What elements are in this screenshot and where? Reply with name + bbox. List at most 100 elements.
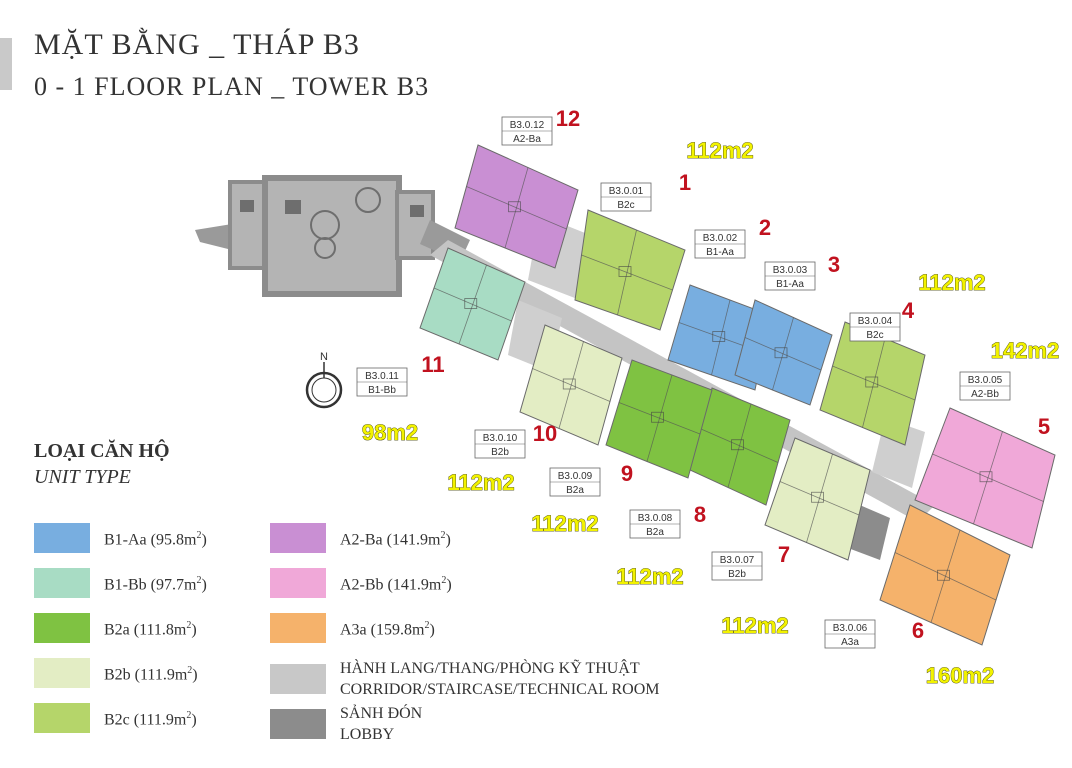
legend-label: A3a (159.8m2) [340, 620, 435, 639]
unit-code: B3.0.12 [510, 120, 545, 131]
north-arrow-icon: N [305, 351, 343, 409]
unit-type: B2c [617, 200, 634, 211]
unit-type: B2a [646, 527, 664, 538]
legend-swatch [34, 613, 90, 643]
unit-number-2: 2 [759, 215, 771, 240]
unit-type: B1-Bb [368, 385, 396, 396]
unit-type: A2-Bb [971, 389, 999, 400]
unit-8[interactable] [689, 387, 791, 506]
unit-code: B3.0.03 [773, 265, 808, 276]
area-label: 112m2 [616, 564, 683, 589]
legend-subtitle: UNIT TYPE [34, 466, 131, 488]
area-label: 112m2 [447, 470, 514, 495]
unit-number-7: 7 [778, 542, 790, 567]
area-label: 112m2 [686, 138, 753, 163]
legend-swatch [34, 568, 90, 598]
area-label: 142m2 [991, 338, 1060, 363]
unit-code: B3.0.10 [483, 433, 518, 444]
unit-code: B3.0.07 [720, 555, 755, 566]
unit-number-11: 11 [421, 352, 444, 377]
legend-swatch [34, 523, 90, 553]
legend-swatch [270, 709, 326, 739]
legend-label: A2-Ba (141.9m2) [340, 530, 451, 549]
legend-label: B2c (111.9m2) [104, 710, 197, 729]
unit-number-10: 10 [533, 421, 557, 446]
legend-label: B2b (111.9m2) [104, 665, 198, 684]
title-accent-bar [0, 38, 12, 90]
unit-code: B3.0.08 [638, 513, 673, 524]
unit-12[interactable] [454, 144, 579, 269]
unit-number-9: 9 [621, 461, 633, 486]
legend-label: B2a (111.8m2) [104, 620, 197, 639]
unit-11[interactable] [419, 247, 526, 361]
unit-code: B3.0.09 [558, 471, 593, 482]
unit-4[interactable] [819, 321, 926, 446]
unit-code: B3.0.04 [858, 316, 893, 327]
legend-label: A2-Bb (141.9m2) [340, 575, 452, 594]
area-label: 160m2 [926, 663, 995, 688]
unit-code: B3.0.05 [968, 375, 1003, 386]
unit-9[interactable] [605, 359, 713, 479]
legend-item: B1-Bb (97.7m2) [34, 568, 207, 598]
unit-number-4: 4 [902, 298, 915, 323]
unit-number-1: 1 [679, 170, 691, 195]
unit-1[interactable] [574, 209, 686, 331]
page-title: MẶT BẰNG _ THÁP B3 [34, 28, 360, 61]
unit-type: A2-Ba [513, 134, 541, 145]
area-label: 98m2 [362, 420, 418, 445]
area-label: 112m2 [721, 613, 788, 638]
north-label: N [320, 351, 328, 363]
unit-type: B2b [728, 569, 746, 580]
unit-type: B1-Aa [706, 247, 734, 258]
unit-type: B2c [866, 330, 883, 341]
area-label: 112m2 [918, 270, 985, 295]
legend-item: B2a (111.8m2) [34, 613, 197, 643]
legend-item: B2c (111.9m2) [34, 703, 197, 733]
legend-label: B1-Aa (95.8m2) [104, 530, 207, 549]
legend-swatch [270, 613, 326, 643]
unit-10[interactable] [519, 324, 623, 446]
unit-number-6: 6 [912, 618, 924, 643]
area-label: 112m2 [531, 511, 598, 536]
unit-type: A3a [841, 637, 859, 648]
legend-swatch [270, 664, 326, 694]
unit-code: B3.0.02 [703, 233, 738, 244]
unit-code: B3.0.06 [833, 623, 868, 634]
unit-type: B2a [566, 485, 584, 496]
unit-7[interactable] [764, 437, 871, 561]
legend-title: LOẠI CĂN HỘ [34, 440, 170, 462]
unit-6[interactable] [879, 504, 1011, 646]
legend-item: B2b (111.9m2) [34, 658, 198, 688]
unit-number-5: 5 [1038, 414, 1050, 439]
unit-5[interactable] [914, 407, 1056, 549]
lobby-block [195, 175, 470, 297]
legend-swatch [270, 568, 326, 598]
unit-type: B1-Aa [776, 279, 804, 290]
legend-swatch [34, 658, 90, 688]
legend-item: A2-Bb (141.9m2) [270, 568, 452, 598]
legend-item: A3a (159.8m2) [270, 613, 435, 643]
unit-number-3: 3 [828, 252, 840, 277]
unit-number-8: 8 [694, 502, 706, 527]
unit-code: B3.0.11 [365, 371, 399, 382]
unit-3[interactable] [734, 299, 833, 406]
unit-number-12: 12 [556, 106, 580, 131]
legend-label: B1-Bb (97.7m2) [104, 575, 207, 594]
unit-type: B2b [491, 447, 509, 458]
